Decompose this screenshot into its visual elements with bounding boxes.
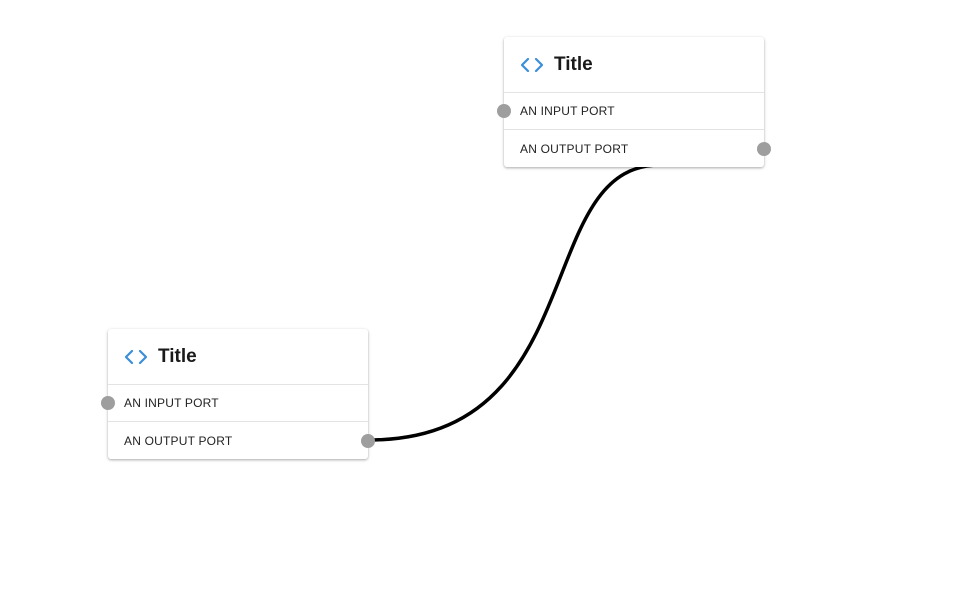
output-port-label: AN OUTPUT PORT [124, 433, 233, 448]
input-port-label: AN INPUT PORT [124, 396, 219, 410]
code-brackets-icon [521, 57, 543, 72]
node-card[interactable]: Title AN INPUT PORT AN OUTPUT PORT [101, 329, 375, 459]
output-port-row: AN OUTPUT PORT [504, 130, 771, 167]
output-port-handle[interactable] [757, 141, 771, 156]
output-port-handle[interactable] [361, 433, 375, 448]
input-port-handle[interactable] [101, 396, 115, 410]
link-connection[interactable] [367, 163, 662, 442]
input-port-handle[interactable] [497, 104, 511, 118]
output-port-label: AN OUTPUT PORT [520, 141, 629, 156]
input-port-label: AN INPUT PORT [520, 104, 615, 118]
node-card[interactable]: Title AN INPUT PORT AN OUTPUT PORT [497, 37, 771, 167]
node-title: Title [158, 345, 197, 367]
output-port-row: AN OUTPUT PORT [108, 422, 375, 459]
input-port-row: AN INPUT PORT [101, 385, 368, 422]
node-title: Title [554, 53, 593, 75]
input-port-row: AN INPUT PORT [497, 93, 764, 130]
node-header[interactable]: Title [108, 329, 368, 385]
node-header[interactable]: Title [504, 37, 764, 93]
code-brackets-icon [125, 349, 147, 364]
